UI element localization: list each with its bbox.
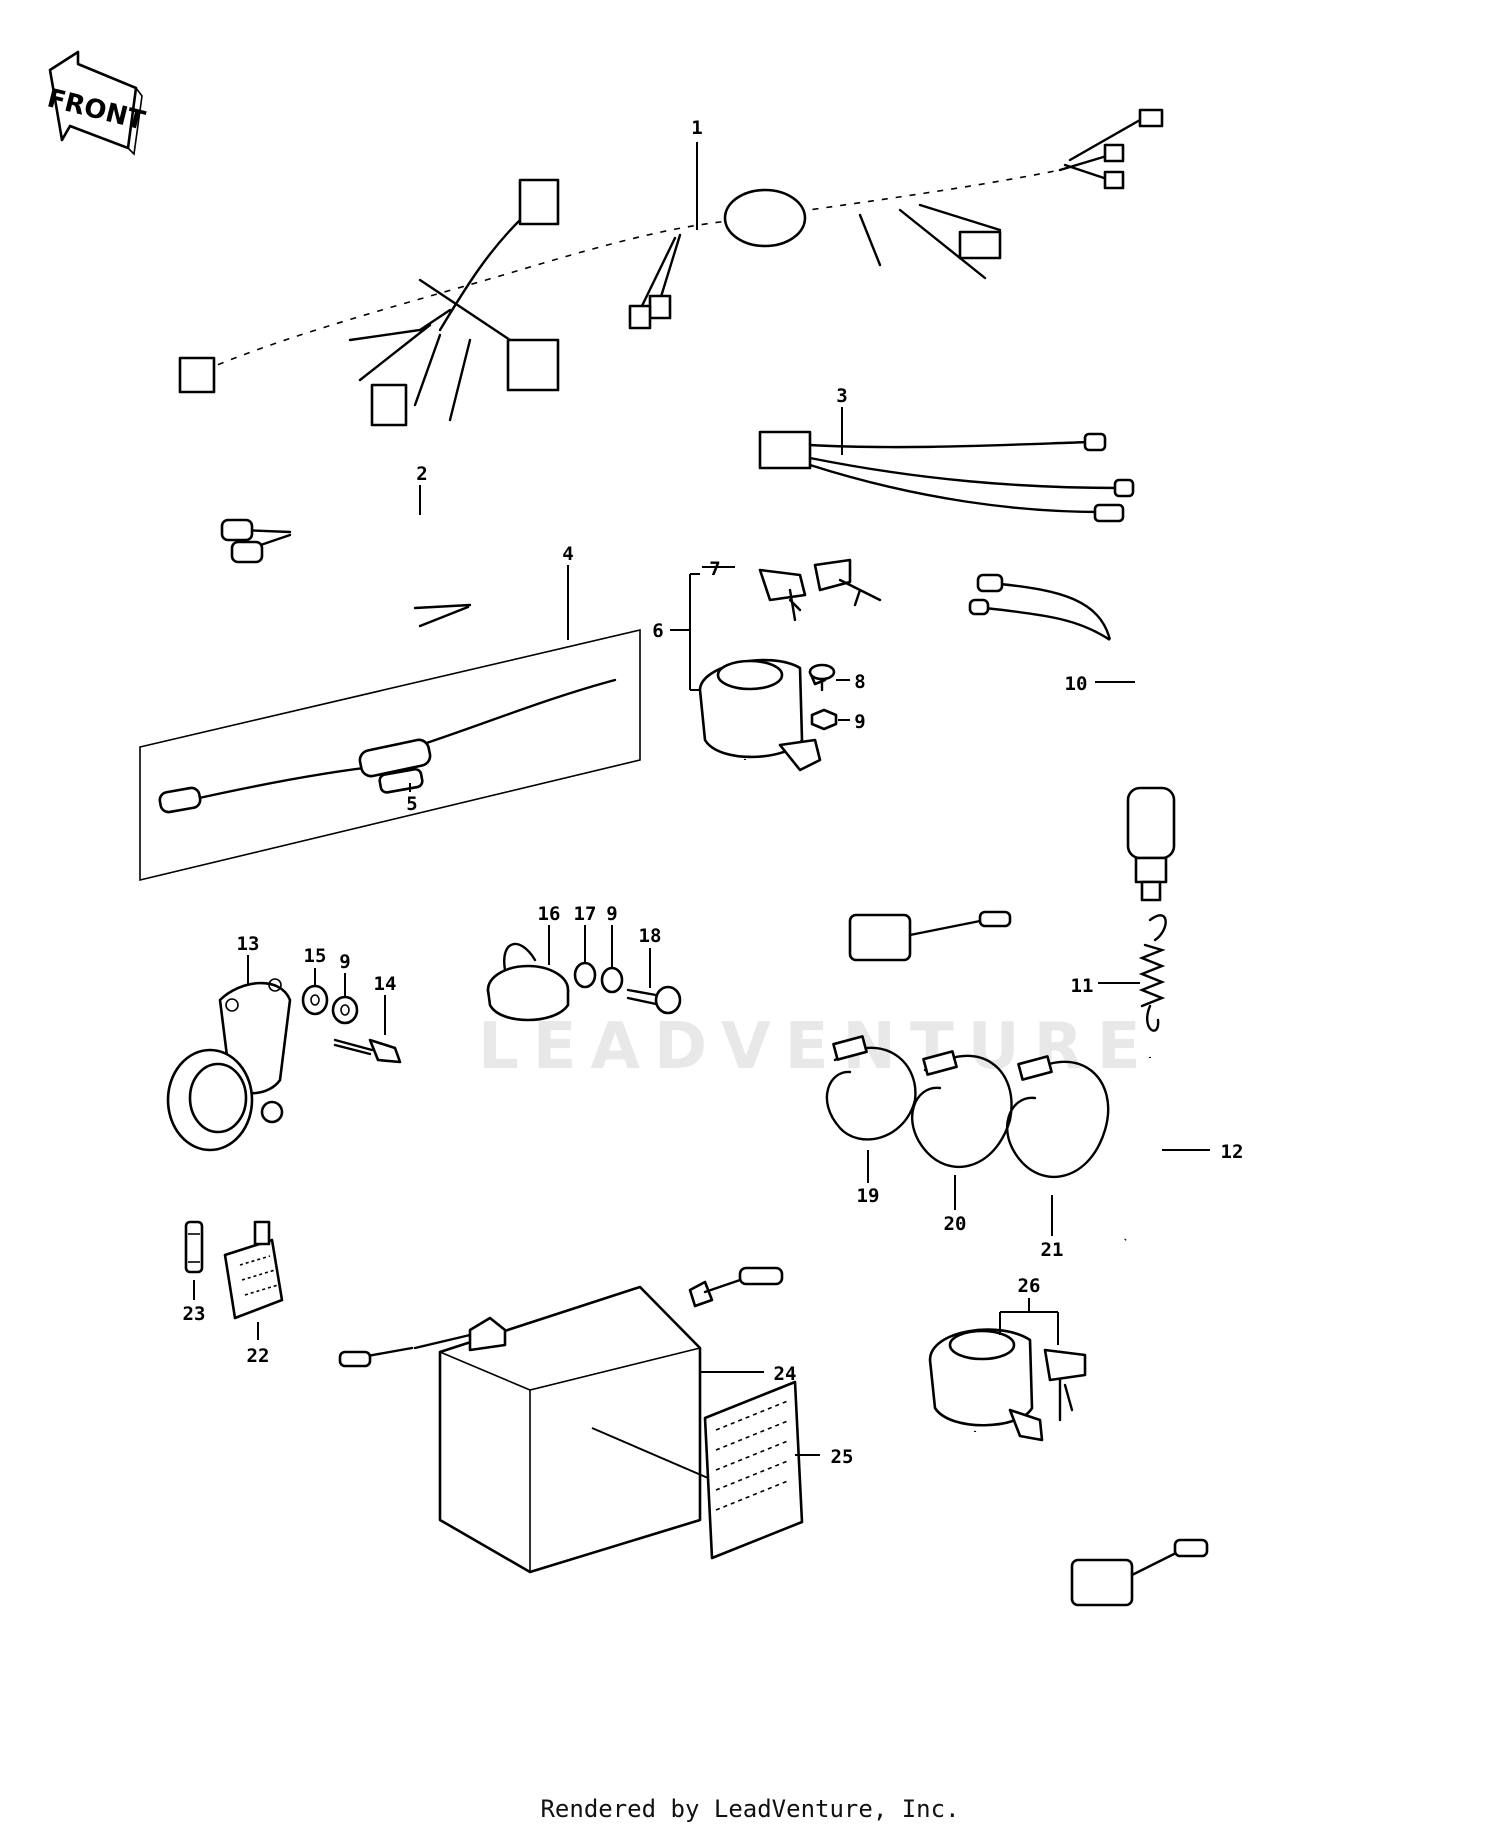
callout-18: 18 (639, 925, 662, 947)
callout-9b: 9 (339, 951, 350, 973)
callout-3: 3 (836, 385, 847, 407)
callout-4: 4 (562, 543, 573, 565)
lead-wire (220, 511, 530, 628)
callout-15: 15 (304, 945, 327, 967)
callout-12: 12 (1221, 1141, 1244, 1163)
nut (810, 708, 838, 731)
caution-label (703, 1380, 804, 1560)
footer-credit: Rendered by LeadVenture, Inc. (540, 1795, 960, 1823)
callout-26: 26 (1018, 1275, 1041, 1297)
callout-9a: 9 (854, 711, 865, 733)
callout-25: 25 (831, 1446, 854, 1468)
callout-5: 5 (406, 793, 417, 815)
callout-14: 14 (374, 973, 397, 995)
screw-18 (626, 985, 682, 1015)
callout-9c: 9 (606, 903, 617, 925)
front-arrow-icon: FRONT (44, 50, 148, 156)
tube (1101, 1056, 1158, 1248)
band-21 (1005, 1055, 1110, 1178)
horn (166, 978, 292, 1152)
callout-6: 6 (652, 620, 663, 642)
callout-20: 20 (944, 1213, 967, 1235)
callout-16: 16 (538, 903, 561, 925)
stop-switch (968, 573, 1176, 902)
lead-connector (758, 430, 1135, 523)
callout-17: 17 (574, 903, 597, 925)
callout-24: 24 (774, 1363, 797, 1385)
battery (338, 1266, 784, 1574)
washer-17 (573, 961, 597, 989)
band-19 (825, 1035, 917, 1141)
ignition-switch (698, 558, 1012, 962)
callout-13: 13 (237, 933, 260, 955)
callout-2: 2 (416, 463, 427, 485)
screw (808, 663, 836, 692)
spring (1138, 914, 1167, 1032)
washer-9c (600, 966, 624, 994)
callout-11: 11 (1071, 975, 1094, 997)
callout-10: 10 (1065, 673, 1088, 695)
band-20 (910, 1050, 1013, 1168)
callout-1: 1 (691, 117, 702, 139)
wiring-harness (178, 108, 1164, 427)
callout-19: 19 (857, 1185, 880, 1207)
callout-7: 7 (709, 558, 720, 580)
ignition-switch-assy (928, 1328, 1209, 1612)
relay (223, 1220, 284, 1320)
cap (486, 942, 570, 1022)
fuse-holder (139, 628, 641, 882)
washer-9 (331, 995, 359, 1025)
callout-23: 23 (183, 1303, 206, 1325)
callout-8: 8 (854, 671, 865, 693)
callout-21: 21 (1041, 1239, 1064, 1261)
fuse (184, 1220, 204, 1274)
callout-22: 22 (247, 1345, 270, 1367)
washer-15 (301, 984, 329, 1016)
bolt (333, 1038, 402, 1064)
